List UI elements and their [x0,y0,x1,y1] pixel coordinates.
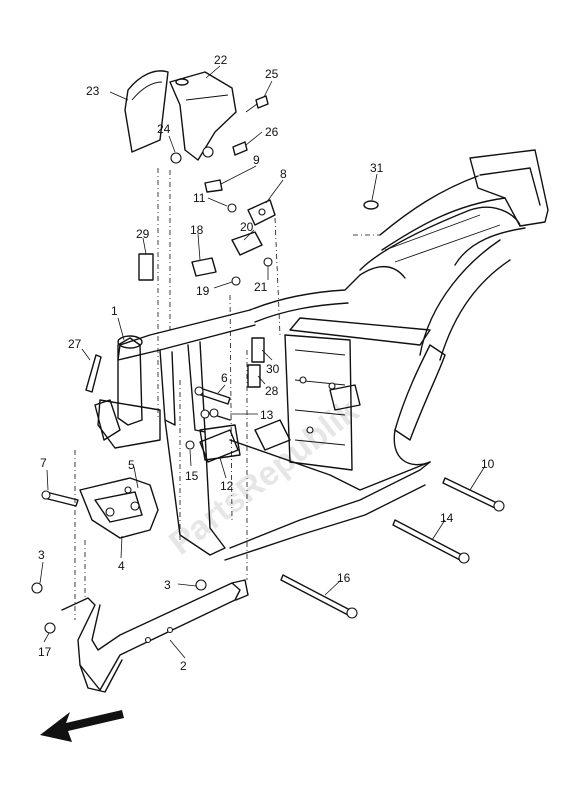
removable-lower-frame [61,579,249,693]
callout-17: 17 [38,645,52,659]
callout-13: 13 [260,408,274,422]
callout-7: 7 [40,456,47,470]
callout-12: 12 [220,479,234,493]
callout-20: 20 [240,220,254,234]
hardware-set [31,95,505,634]
callout-30: 30 [266,362,280,376]
callout-3a: 3 [38,548,45,562]
callout-14: 14 [440,511,454,525]
callout-16: 16 [337,571,351,585]
callout-10: 10 [481,457,495,471]
callout-11: 11 [193,191,206,205]
callout-15: 15 [185,469,199,483]
callout-26: 26 [265,125,279,139]
side-cover-assembly [124,70,237,161]
callout-18: 18 [190,223,204,237]
callout-25: 25 [265,67,279,81]
callout-3b: 3 [164,578,171,592]
callout-28: 28 [265,384,279,398]
callout-27: 27 [68,337,82,351]
callout-1: 1 [111,304,118,318]
callout-21: 21 [254,280,268,294]
callout-24: 24 [157,122,171,136]
alignment-lines [74,168,380,620]
callout-31: 31 [370,161,384,175]
callout-4: 4 [118,559,125,573]
leader-lines [39,65,486,659]
callout-22: 22 [214,53,228,67]
callout-8: 8 [280,167,287,181]
main-frame [94,149,549,561]
callout-9: 9 [253,153,260,167]
engine-mount-bracket [79,477,159,539]
front-arrow-icon [40,710,124,742]
callout-6: 6 [221,371,228,385]
callout-labels: 1 2 3 3 4 5 6 7 8 9 10 11 12 13 14 15 16… [38,53,495,673]
callout-19: 19 [196,284,210,298]
callout-2: 2 [180,659,187,673]
callout-23: 23 [86,84,100,98]
callout-29: 29 [136,227,150,241]
callout-5: 5 [128,458,135,472]
